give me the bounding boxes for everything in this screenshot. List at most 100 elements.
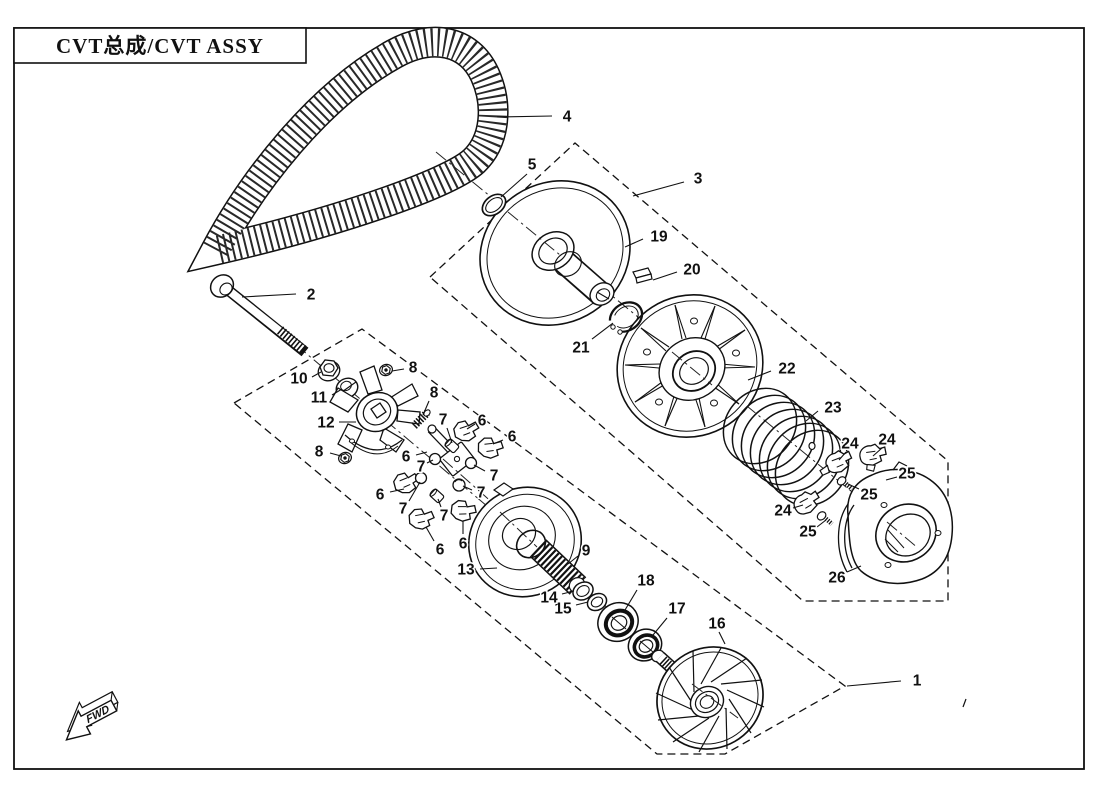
part-label-25: 25 [860, 487, 878, 504]
part-label-8: 8 [430, 385, 439, 402]
part-label-7: 7 [490, 468, 499, 485]
part-label-6: 6 [478, 413, 487, 430]
leader-line-part-26 [846, 565, 862, 573]
part-16-fan-pulley [651, 646, 765, 753]
leader-line-part-22 [747, 370, 772, 381]
fwd-arrow-icon [65, 699, 118, 741]
part-label-1: 1 [913, 673, 922, 690]
part-label-13: 13 [457, 562, 475, 579]
part-24-ramp-shoe-group [793, 443, 887, 515]
part-label-22: 22 [778, 361, 795, 378]
leader-line-part-8 [329, 452, 342, 457]
part-9-coil-bush [515, 529, 587, 595]
leader-line-part-15 [575, 601, 589, 606]
part-label-7: 7 [440, 508, 449, 525]
leader-line-part-24 [872, 447, 883, 457]
part-label-5: 5 [528, 157, 537, 174]
leader-line-part-16 [718, 631, 726, 645]
part-label-24: 24 [878, 432, 896, 449]
part-25-screw [816, 511, 834, 526]
part-14-ring [572, 581, 594, 601]
part-20-woodruff-key [632, 267, 653, 284]
part-label-9: 9 [582, 543, 591, 560]
leader-line-part-23 [805, 410, 819, 422]
part-6-clamp-shoes [392, 420, 504, 530]
leader-line-part-5 [500, 173, 528, 198]
leader-line-part-9 [567, 555, 579, 565]
part-label-24: 24 [774, 503, 792, 520]
part-8-stud [411, 409, 431, 429]
part-10-nut [317, 359, 341, 382]
leader-line-part-24 [792, 504, 804, 509]
part-label-3: 3 [694, 171, 703, 188]
part-24-ramp-shoe [819, 450, 853, 477]
fwd-direction-marker: FWD [65, 690, 119, 741]
leader-line-part-8 [422, 400, 430, 416]
leader-line-part-3 [632, 181, 685, 197]
leader-line-part-6 [425, 526, 435, 542]
stray-tick-mark [962, 698, 967, 708]
part-label-2: 2 [307, 287, 316, 304]
leader-line-part-24 [838, 451, 847, 461]
part-label-25: 25 [898, 466, 916, 483]
leader-line-part-19 [624, 238, 644, 248]
part-label-10: 10 [290, 371, 307, 388]
part-label-6: 6 [376, 487, 385, 504]
part-label-7: 7 [399, 501, 408, 518]
part-5-o-ring [481, 193, 507, 217]
leader-line-part-13 [479, 567, 498, 570]
part-label-7: 7 [439, 412, 448, 429]
leader-line-part-7 [408, 481, 421, 502]
part-label-4: 4 [563, 109, 572, 126]
leader-line-part-25 [885, 476, 898, 481]
part-label-25: 25 [799, 524, 817, 541]
leader-line-part-7 [473, 464, 486, 472]
leader-line-part-4 [496, 115, 553, 118]
page-title: CVT总成/CVT ASSY [56, 34, 264, 58]
part-4-cvt-belt [186, 26, 509, 273]
part-label-18: 18 [637, 573, 655, 590]
page-border: CVT总成/CVT ASSY [13, 27, 1085, 770]
leader-line-part-18 [624, 589, 638, 611]
part-6-7-roller-cluster [392, 420, 521, 530]
part-15-ring [586, 592, 608, 612]
part-7-rollers [414, 438, 478, 504]
part-21-circlip [608, 301, 644, 335]
leader-line-part-21 [591, 322, 614, 340]
part-18-bearing [597, 601, 639, 643]
part-label-19: 19 [650, 229, 668, 246]
part-label-21: 21 [572, 340, 590, 357]
leader-line-part-1 [846, 680, 902, 687]
leader-line-part-6 [466, 423, 476, 430]
part-label-15: 15 [554, 601, 572, 618]
part-22-spider-wheel [616, 293, 764, 439]
part-label-20: 20 [683, 262, 700, 279]
leader-line-part-10 [311, 371, 322, 378]
part-label-6: 6 [436, 542, 445, 559]
part-19-driven-sheave [479, 180, 631, 326]
part-8-nut [338, 451, 352, 465]
group-1-outline [232, 328, 847, 755]
part-label-11: 11 [311, 390, 328, 407]
part-label-6: 6 [402, 449, 411, 466]
leader-line-part-6 [415, 451, 428, 456]
part-label-23: 23 [824, 400, 842, 417]
leader-line-part-20 [652, 271, 678, 281]
leader-line-part-6 [389, 488, 405, 493]
part-label-7: 7 [417, 459, 426, 476]
part-8-fastener-group [338, 363, 431, 465]
part-label-26: 26 [828, 570, 846, 587]
leader-line-part-17 [652, 617, 668, 636]
part-label-14: 14 [540, 590, 558, 607]
primary-axis-line [223, 283, 739, 719]
leader-line-part-2 [241, 293, 297, 298]
part-label-17: 17 [668, 601, 685, 618]
leader-line-part-7 [437, 498, 442, 508]
leader-line-part-7 [446, 427, 453, 444]
leader-line-part-11 [331, 388, 343, 396]
leader-line-part-6 [492, 439, 504, 445]
leader-line-part-8 [391, 368, 405, 372]
